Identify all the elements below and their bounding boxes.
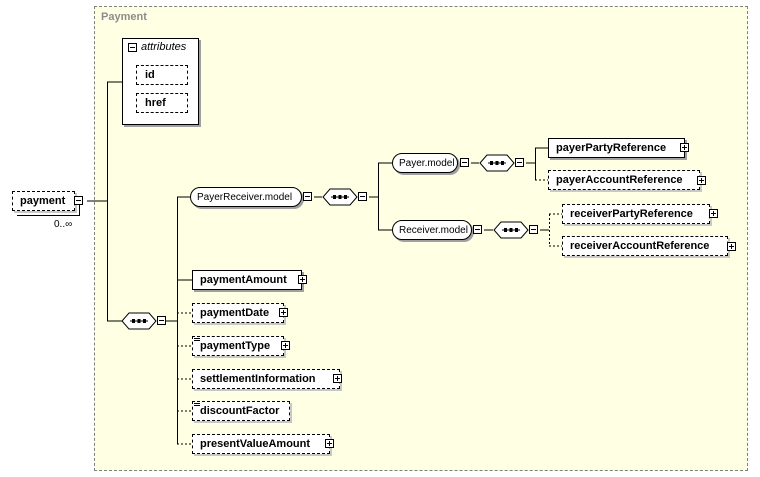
element-label: discountFactor [200,405,280,417]
sequence-icon [121,312,157,330]
element-label: paymentType [200,340,271,352]
element-label: presentValueAmount [200,438,311,450]
element-payment-amount[interactable]: paymentAmount [192,270,302,290]
expand-icon[interactable] [727,242,736,251]
root-element-payment[interactable]: payment [12,191,75,211]
element-label: payerPartyReference [556,142,667,154]
group-label: PayerReceiver.model [197,191,293,203]
group-receiver-model[interactable]: Receiver.model [392,220,472,240]
expand-icon[interactable] [281,341,290,350]
expand-icon[interactable] [680,143,689,152]
collapse-icon[interactable] [529,225,538,234]
sequence-compositor [493,221,529,239]
group-label: Receiver.model [399,224,468,236]
text-content-icon [194,338,200,344]
element-label: payerAccountReference [556,174,683,186]
element-label: paymentAmount [200,274,287,286]
element-receiver-account-reference[interactable]: receiverAccountReference [562,236,728,256]
element-settlement-information[interactable]: settlementInformation [192,369,340,389]
root-element-label: payment [20,195,66,207]
sequence-icon [493,221,529,239]
element-label: settlementInformation [200,373,316,385]
attribute-id[interactable]: id [136,65,188,85]
group-label: Payer.model [399,157,455,169]
attributes-label: attributes [141,41,187,53]
collapse-icon[interactable] [74,196,83,205]
element-payment-type[interactable]: paymentType [192,336,284,356]
collapse-icon[interactable] [460,158,469,167]
expand-icon[interactable] [697,176,706,185]
text-content-icon [194,403,200,409]
element-label: receiverAccountReference [570,240,710,252]
expand-icon[interactable] [325,439,334,448]
element-label: receiverPartyReference [570,208,693,220]
element-discount-factor[interactable]: discountFactor [192,401,290,421]
group-payer-model[interactable]: Payer.model [392,153,458,173]
collapse-icon[interactable] [358,192,367,201]
type-title: Payment [101,11,147,23]
collapse-icon[interactable] [473,225,482,234]
collapse-icon[interactable] [128,43,137,52]
element-present-value-amount[interactable]: presentValueAmount [192,434,330,454]
element-receiver-party-reference[interactable]: receiverPartyReference [562,204,710,224]
element-payer-account-reference[interactable]: payerAccountReference [548,170,700,190]
sequence-compositor [121,312,157,330]
expand-icon[interactable] [298,275,307,284]
element-label: paymentDate [200,307,270,319]
group-payer-receiver-model[interactable]: PayerReceiver.model [190,187,302,207]
element-payment-date[interactable]: paymentDate [192,303,284,323]
expand-icon[interactable] [333,374,342,383]
occurrence-label: 0..∞ [54,219,73,230]
sequence-compositor [479,154,515,172]
sequence-icon [322,188,358,206]
element-payer-party-reference[interactable]: payerPartyReference [548,138,685,158]
sequence-compositor [322,188,358,206]
collapse-icon[interactable] [303,192,312,201]
collapse-icon[interactable] [157,316,166,325]
expand-icon[interactable] [279,308,288,317]
expand-icon[interactable] [709,209,718,218]
sequence-icon [479,154,515,172]
collapse-icon[interactable] [515,158,524,167]
attribute-href[interactable]: href [136,93,188,113]
